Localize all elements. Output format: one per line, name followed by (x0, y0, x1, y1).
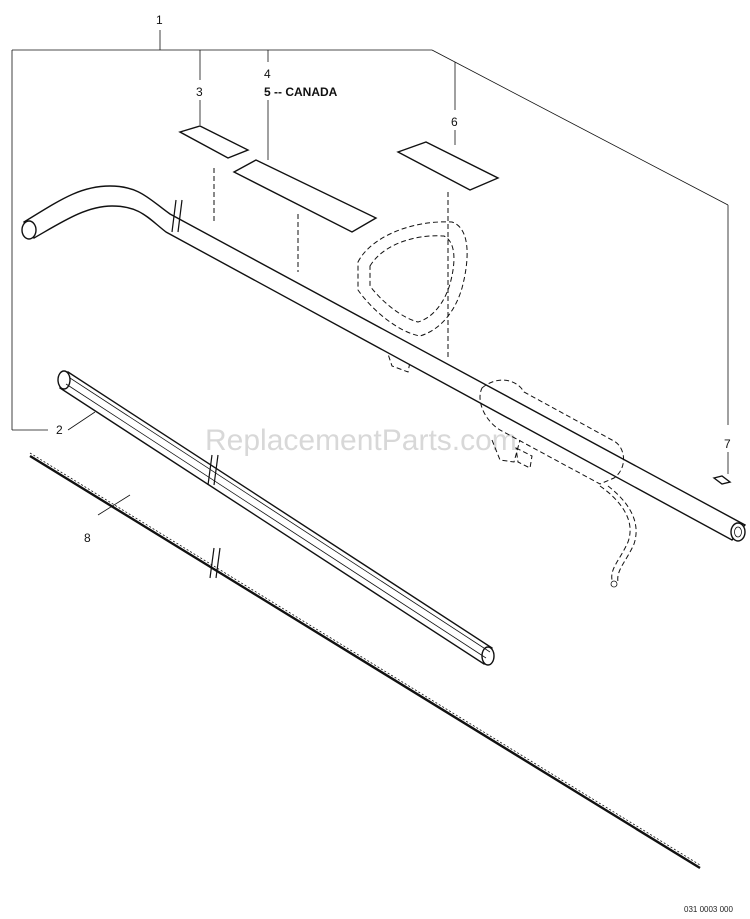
watermark-text: ReplacementParts.com (205, 424, 517, 457)
callout-leader-lines (11, 30, 729, 516)
decal-3 (178, 125, 250, 159)
handle-phantom (357, 221, 468, 373)
callout-7: 7 (724, 437, 731, 451)
callout-4: 4 (264, 67, 271, 81)
callout-2: 2 (56, 423, 63, 437)
flex-drive-cable (29, 452, 701, 870)
decal-placement-lines (213, 168, 449, 358)
callout-6: 6 (451, 115, 458, 129)
throttle-housing-phantom (479, 379, 637, 588)
flex-shaft-housing (57, 370, 495, 666)
decal-6 (396, 141, 500, 191)
callout-8: 8 (84, 531, 91, 545)
decal-4-5 (232, 159, 378, 233)
callout-1: 1 (156, 13, 163, 27)
callout-5-canada: 5 -- CANADA (264, 85, 338, 99)
drawing-number: 031 0003 000 (684, 905, 733, 914)
callout-3: 3 (196, 85, 203, 99)
drive-shaft-tube (21, 185, 747, 542)
decal-7 (712, 475, 732, 485)
